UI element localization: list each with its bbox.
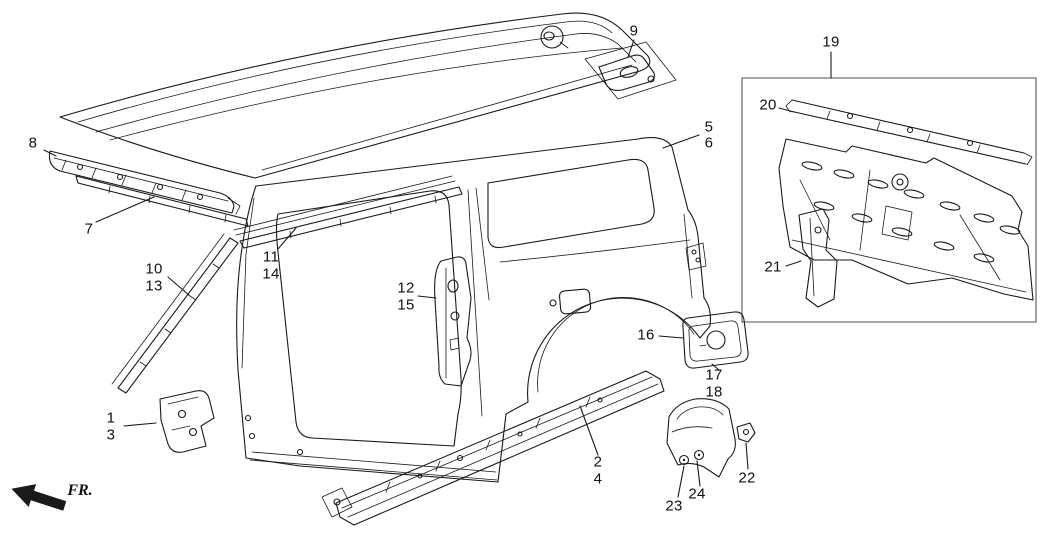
callout-23: 23 [665,497,683,515]
fr-direction-label: FR. [67,482,93,499]
callout-14: 14 [262,265,280,283]
clip-nut [736,422,756,443]
fr-direction-arrow-icon [11,484,67,511]
leader-lines [43,39,832,498]
side-sill-panel [321,370,665,526]
callout-9: 9 [629,22,639,40]
quarter-window-opening [487,158,655,249]
center-pillar-stiffener [434,256,472,387]
callout-17: 17 [705,366,723,384]
callout-10: 10 [145,260,163,278]
callout-24: 24 [688,485,706,503]
callout-2: 2 [593,453,603,471]
fuel-lid [558,288,592,315]
roof-front-molding [75,175,249,227]
corner-bracket [666,398,756,478]
rear-panel-side-bracket [798,208,838,308]
rear-panel-upper-rail [785,99,1033,166]
callout-12: 12 [397,279,415,297]
roof-side-rail [233,175,463,249]
callout-4: 4 [593,470,603,488]
callout-5: 5 [704,118,714,136]
roof-panel [59,12,651,179]
callout-22: 22 [738,469,756,487]
front-header-rail [48,150,241,215]
cowl-side-bracket [159,390,215,453]
rear-bulkhead-panel [778,138,1034,301]
callout-1: 1 [106,409,116,427]
rear-panel-box [741,77,1037,323]
callout-20: 20 [759,96,777,114]
callout-16: 16 [637,326,655,344]
callout-18: 18 [705,383,723,401]
door-opening [275,190,462,447]
callout-11: 11 [262,248,280,266]
callout-7: 7 [84,220,94,238]
bolt-a [678,454,690,466]
callout-21: 21 [764,258,782,276]
callout-15: 15 [397,296,415,314]
roof-rear-bracket-box [584,41,677,100]
fuel-filler-pocket [682,311,749,369]
callout-19: 19 [822,33,840,51]
callout-3: 3 [106,426,116,444]
body-side-panel [236,137,711,483]
callout-13: 13 [145,277,163,295]
a-pillar-stiffener [111,233,239,394]
bolt-b [693,449,705,461]
callout-8: 8 [28,134,38,152]
callout-6: 6 [704,134,714,152]
